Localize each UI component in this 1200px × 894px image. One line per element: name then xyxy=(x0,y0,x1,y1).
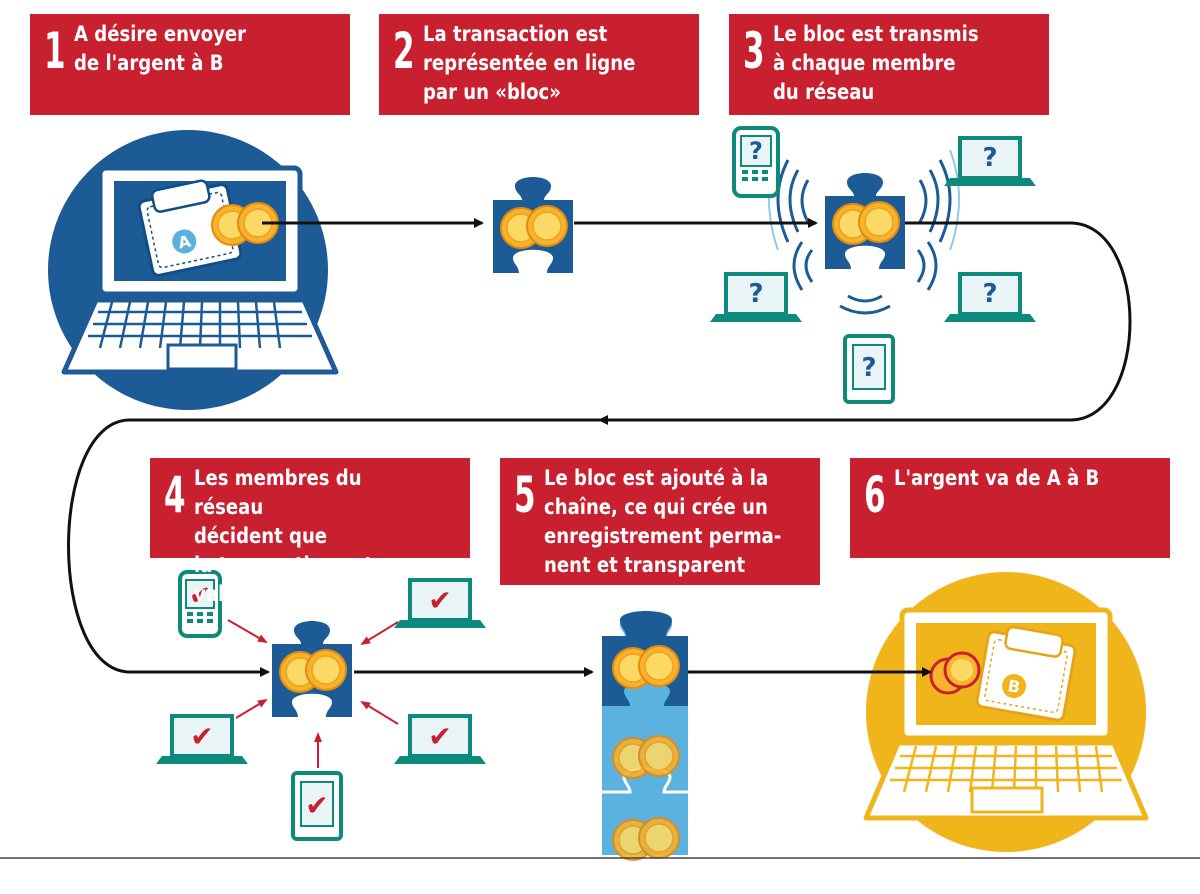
wallet-label-b: B xyxy=(1006,676,1021,697)
step-6-label: 6 L'argent va de A à B xyxy=(850,458,1170,558)
laptop-icon: ✔ xyxy=(392,578,488,630)
step-3-number: 3 xyxy=(743,22,765,80)
checkmark-icon: ✔ xyxy=(189,581,211,611)
step-4-label: 4 Les membres du réseau décident que la … xyxy=(150,458,470,606)
step-5-number: 5 xyxy=(514,466,536,524)
tablet-icon: ? xyxy=(843,334,895,404)
question-mark-icon: ? xyxy=(982,279,997,309)
receiver-laptop: B xyxy=(863,572,1149,852)
puzzle-block-icon xyxy=(272,621,352,717)
puzzle-block-icon xyxy=(825,173,905,269)
step-2-label: 2 La transaction est représentée en lign… xyxy=(379,14,699,115)
wallet-icon: B xyxy=(975,625,1077,722)
step-5-text: Le bloc est ajouté à la chaîne, ce qui c… xyxy=(544,466,782,577)
step-1-text: A désire envoyer de l'argent à B xyxy=(74,22,247,75)
checkmark-icon: ✔ xyxy=(428,584,451,617)
arrow-icon xyxy=(67,418,600,677)
step-5-label: 5 Le bloc est ajouté à la chaîne, ce qui… xyxy=(500,458,820,585)
validation-block: ✔ ✔ ✔ ✔ ✔ xyxy=(154,570,488,841)
broadcast-block: ? ? ? ? ? xyxy=(708,126,1038,404)
flow-arrows xyxy=(67,218,1132,677)
question-mark-icon: ? xyxy=(982,143,997,173)
smartphone-icon: ✔ xyxy=(178,570,222,638)
sender-laptop: A xyxy=(48,130,339,410)
laptop-icon: ✔ xyxy=(154,714,250,766)
step-1-label: 1 A désire envoyer de l'argent à B xyxy=(30,14,350,115)
step-1-number: 1 xyxy=(44,22,66,80)
tablet-icon: ✔ xyxy=(291,771,343,841)
laptop-icon: ✔ xyxy=(392,714,488,766)
checkmark-icon: ✔ xyxy=(428,720,451,753)
step-3-label: 3 Le bloc est transmis à chaque membre d… xyxy=(729,14,1049,115)
step-3-text: Le bloc est transmis à chaque membre du … xyxy=(773,22,979,104)
question-mark-icon: ? xyxy=(748,279,763,309)
step-2-number: 2 xyxy=(393,22,415,80)
step-6-number: 6 xyxy=(864,466,886,524)
puzzle-block-icon xyxy=(493,177,573,273)
coin-icon xyxy=(929,651,981,695)
laptop-icon: ? xyxy=(708,272,804,324)
question-mark-icon: ? xyxy=(861,353,876,383)
wallet-label-a: A xyxy=(176,231,193,252)
step-4-number: 4 xyxy=(164,466,186,524)
validation-arrows xyxy=(227,619,399,768)
signal-waves-icon xyxy=(776,159,952,315)
laptop-icon: ? xyxy=(942,272,1038,324)
laptop-icon: ? xyxy=(942,136,1038,188)
checkmark-icon: ✔ xyxy=(305,789,328,822)
smartphone-icon: ? xyxy=(732,126,780,198)
blockchain-chain xyxy=(602,611,688,861)
step-6-text: L'argent va de A à B xyxy=(894,466,1100,490)
step-2-text: La transaction est représentée en ligne … xyxy=(423,22,636,104)
question-mark-icon: ? xyxy=(749,137,763,165)
step-4-text: Les membres du réseau décident que la tr… xyxy=(194,466,373,606)
checkmark-icon: ✔ xyxy=(190,720,213,753)
arrow-icon xyxy=(598,221,1132,425)
